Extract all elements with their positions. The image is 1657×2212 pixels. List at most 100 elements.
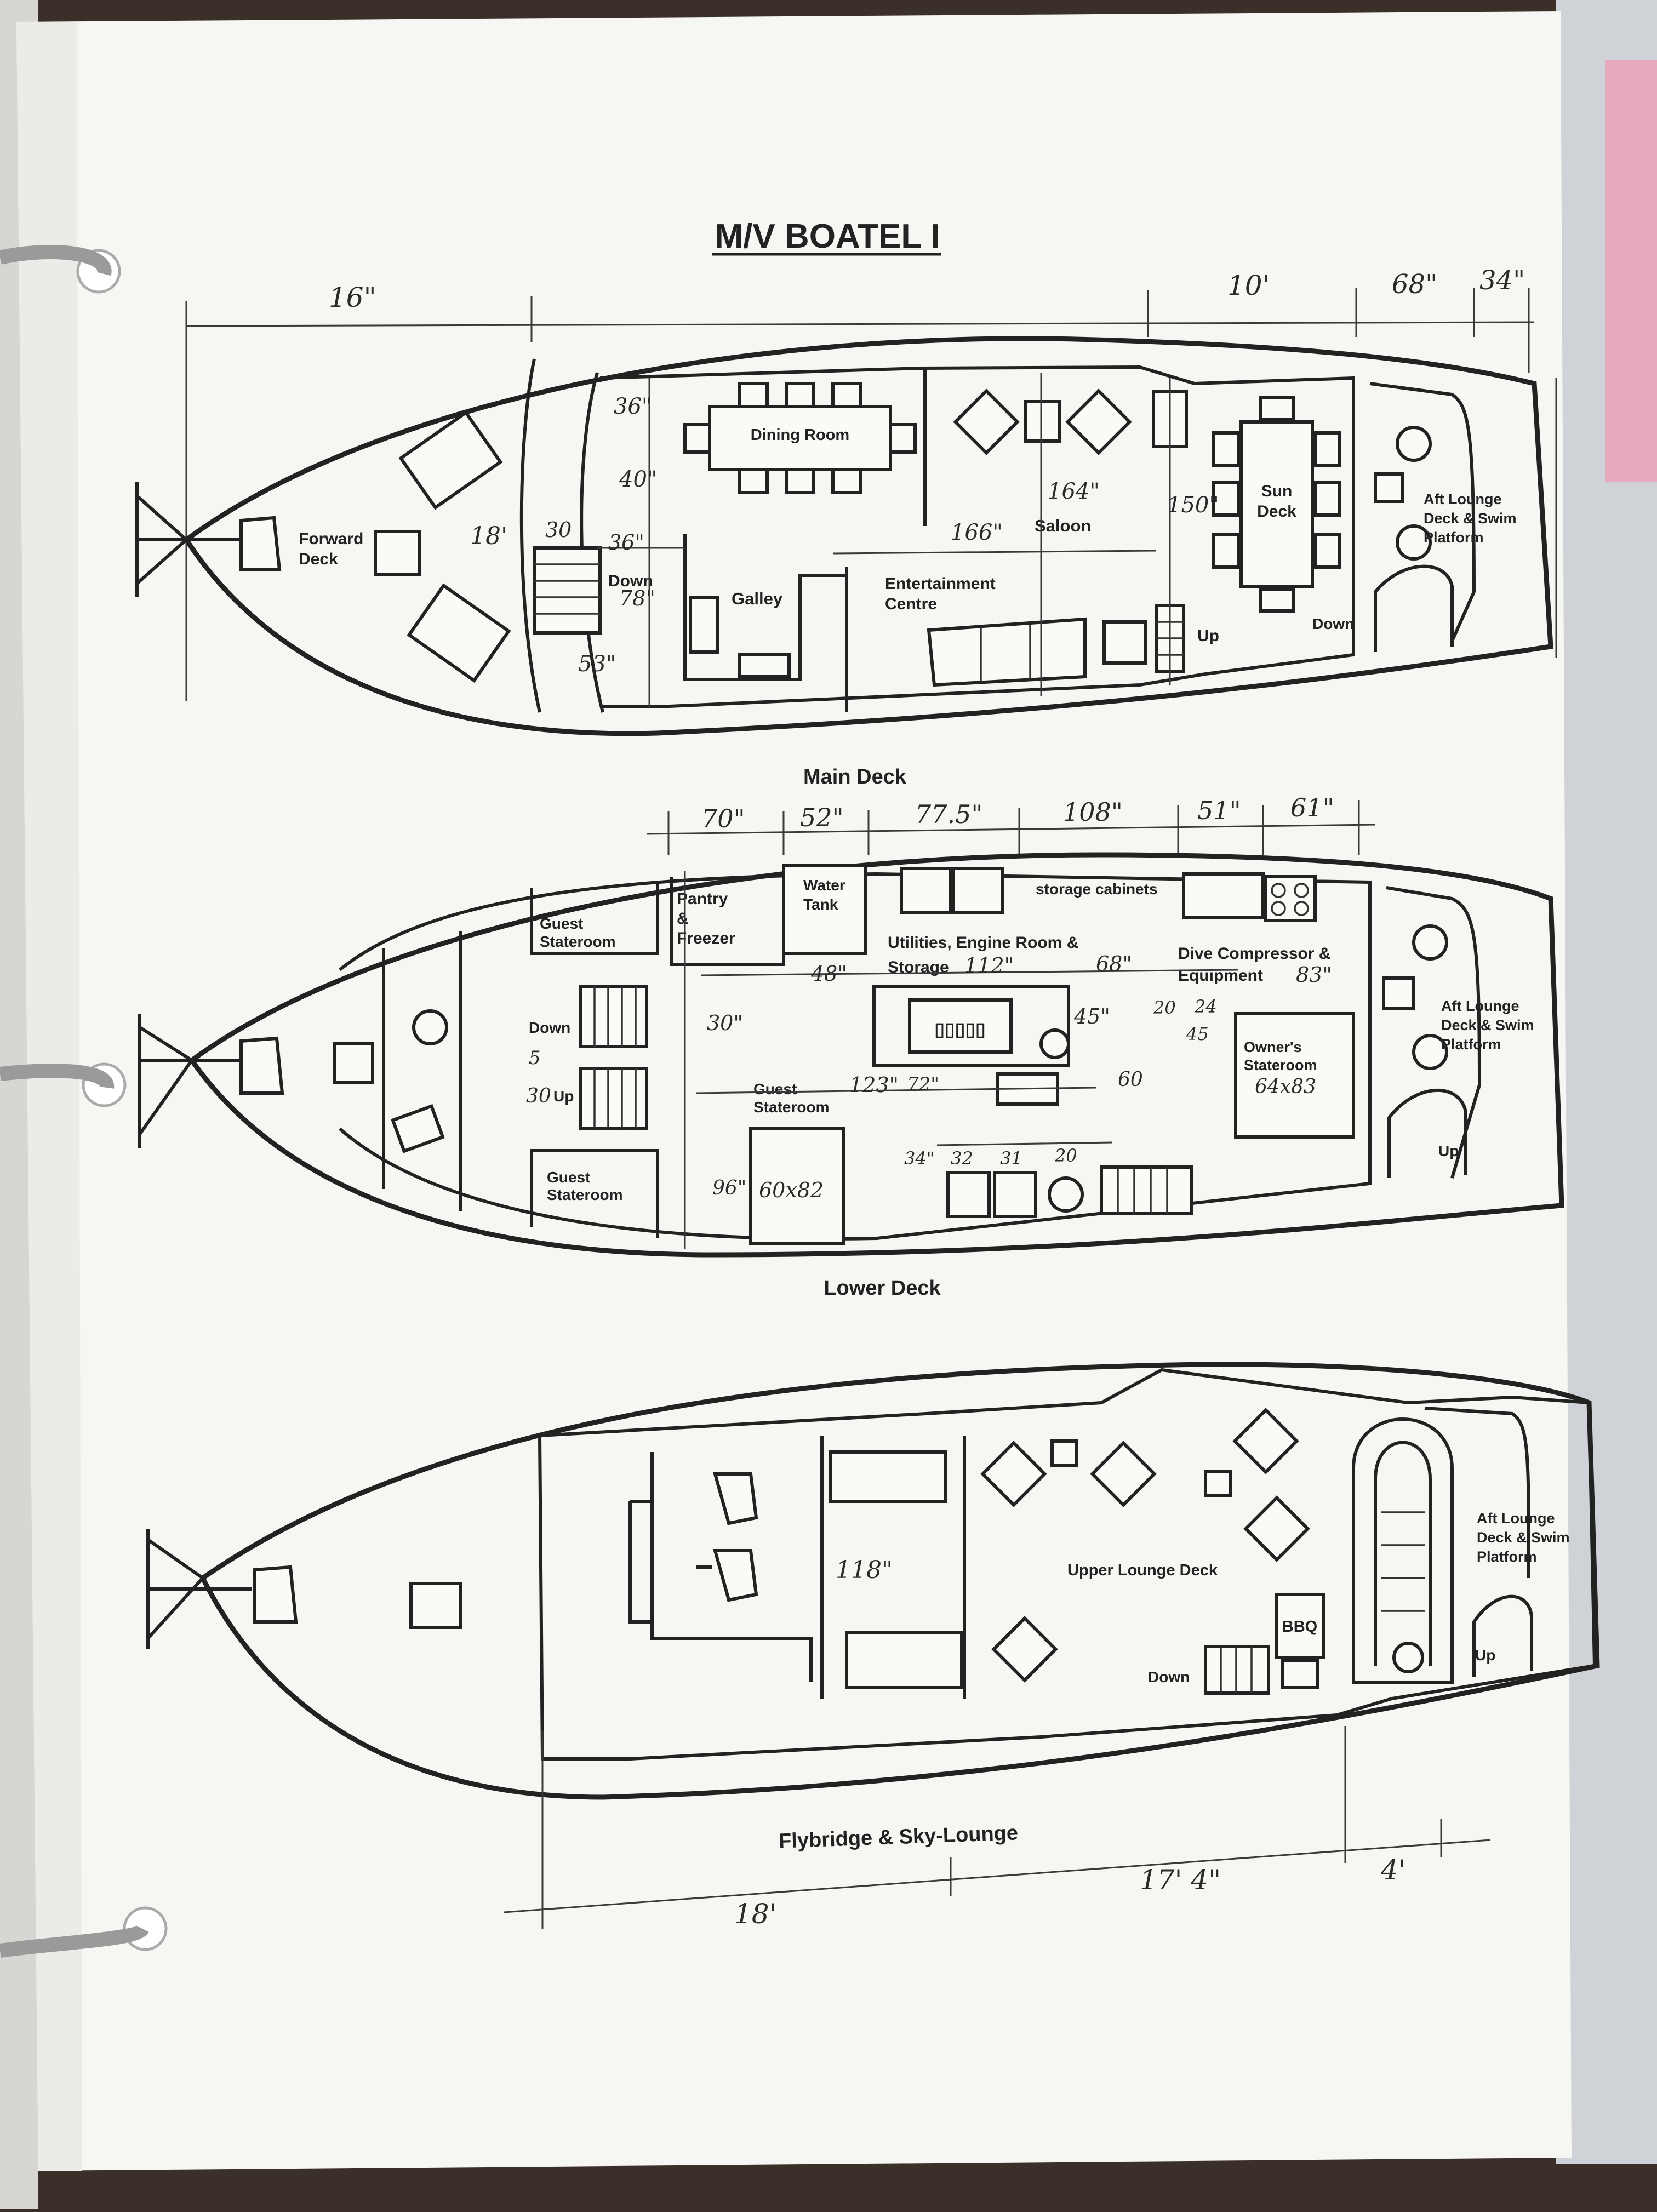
lower-aft-box <box>1382 976 1415 1010</box>
dim-main-36in-a: 36" <box>614 394 652 419</box>
dim-lower-52in: 52" <box>800 803 844 832</box>
lower-stair-up <box>579 1067 648 1130</box>
main-forward-stair <box>533 546 602 635</box>
main-fwd-seat-bottom <box>407 583 511 683</box>
label-fly-down: Down <box>1148 1668 1190 1685</box>
saloon-sofa <box>927 617 1087 687</box>
saloon-chair-right <box>1065 388 1132 455</box>
main-aft-lounge-rail <box>1369 382 1476 642</box>
fly-aft-tender <box>1352 1417 1454 1684</box>
fly-chair-3 <box>1090 1441 1157 1507</box>
main-bow-pulpit <box>135 482 241 597</box>
label-main-aft-2: Deck & Swim <box>1424 510 1517 527</box>
label-fly-aft-1: Aft Lounge <box>1477 1510 1555 1527</box>
label-water-tank-1: Water <box>803 877 845 894</box>
dim-lower-123in: 123" <box>849 1073 899 1097</box>
lower-aft-seat-2 <box>1412 1034 1448 1070</box>
lower-aft-spiral-stair <box>1387 1088 1467 1178</box>
sun-deck-chairs <box>1212 396 1341 613</box>
label-upper-lounge: Upper Lounge Deck <box>1067 1562 1218 1579</box>
fly-stair-down <box>1204 1645 1270 1695</box>
dim-lower-45: 45 <box>1186 1024 1209 1044</box>
lower-deck-top-dimensions: 70" 52" 77.5" 108" 51" 61" <box>646 793 1376 855</box>
lower-fwd-locker <box>333 1042 374 1084</box>
bbq-unit <box>1275 1593 1325 1659</box>
main-fwd-seat-top <box>398 410 503 510</box>
label-owners-1: Owner's <box>1244 1039 1301 1055</box>
dim-lower-32: 32 <box>951 1148 973 1169</box>
dim-16in: 16" <box>329 282 376 313</box>
fly-bow-pulpit <box>146 1529 252 1649</box>
lower-deck: 70" 52" 77.5" 108" 51" 61" Guest Statero… <box>138 793 1564 1300</box>
dim-lower-20b: 20 <box>1054 1145 1077 1166</box>
fly-cushion-bottom <box>845 1631 963 1689</box>
label-lower-guest-top-1: Guest <box>540 915 583 932</box>
storage-cabinet-1 <box>900 867 952 914</box>
dim-lower-108in: 108" <box>1063 797 1123 827</box>
dim-lower-5: 5 <box>529 1047 541 1069</box>
sun-deck-table <box>1239 420 1314 588</box>
dim-fly-118in: 118" <box>836 1556 893 1584</box>
dim-lower-83in: 83" <box>1296 963 1332 987</box>
lower-guest-top-room <box>530 882 659 955</box>
dim-fly-17ft-4in: 17' 4" <box>1140 1864 1221 1896</box>
storage-cabinet-3 <box>1182 872 1265 919</box>
lower-deck-handwritten-dims: 48" 112" 68" 83" 30" 5 30 123" 72" 45" 2… <box>526 871 1332 1249</box>
dim-lower-20a: 20 <box>1153 997 1176 1018</box>
dim-lower-112in: 112" <box>964 953 1014 978</box>
fly-chair-1 <box>980 1441 1047 1507</box>
dim-fly-18ft: 18' <box>734 1898 776 1930</box>
dim-68in: 68" <box>1392 269 1437 300</box>
label-galley: Galley <box>732 589 783 608</box>
bbq-counter <box>1281 1659 1319 1689</box>
label-main-down-fwd: Down <box>608 572 653 590</box>
label-lower-aft-2: Deck & Swim <box>1441 1017 1534 1033</box>
label-pantry-3: Freezer <box>677 929 735 947</box>
lower-mid-stair <box>1100 1165 1193 1215</box>
dim-main-164in: 164" <box>1048 479 1100 504</box>
lower-bow-anchor <box>239 1036 284 1095</box>
label-main-down-aft: Down <box>1312 615 1354 632</box>
main-cabin-wall <box>599 365 1355 708</box>
fly-chair-7 <box>991 1616 1058 1683</box>
fly-chair-2 <box>1050 1439 1078 1467</box>
label-entertainment-2: Centre <box>885 595 937 613</box>
dim-lower-30: 30 <box>526 1085 551 1107</box>
main-bow-anchor <box>239 516 282 571</box>
main-bow-locker <box>374 530 421 576</box>
dim-lower-96in: 96" <box>712 1177 746 1199</box>
lower-head-toilet <box>1048 1176 1084 1213</box>
dim-main-53in: 53" <box>578 651 616 677</box>
saloon-chair-left <box>953 388 1020 455</box>
dim-lower-34in: 34" <box>904 1148 934 1169</box>
label-lower-guest-top-2: Stateroom <box>540 933 615 950</box>
paper-shade <box>16 22 82 2171</box>
dim-34in: 34" <box>1479 265 1525 296</box>
label-water-tank-2: Tank <box>803 896 838 913</box>
binder-ring-top <box>0 245 121 294</box>
label-main-aft-1: Aft Lounge <box>1424 491 1501 507</box>
helm-seat-1 <box>713 1472 758 1525</box>
dim-lower-24: 24 <box>1194 996 1217 1017</box>
dim-main-40in: 40" <box>619 467 657 492</box>
lower-head-1-sink <box>946 1171 991 1218</box>
main-deck-caption: Main Deck <box>803 765 907 788</box>
main-deck-handwritten-dims: 36" 40" 18' 30 36" 78" 53" 166" 164" 150… <box>470 373 1219 707</box>
label-bbq: BBQ <box>1282 1618 1317 1636</box>
pink-tab <box>1605 60 1657 482</box>
galley-stove <box>689 596 719 654</box>
dim-fly-4ft: 4' <box>1380 1854 1406 1886</box>
lower-engine <box>908 998 1013 1054</box>
fly-bow-anchor <box>253 1565 298 1624</box>
lower-aft-seat-1 <box>1412 924 1448 961</box>
lower-engine-room <box>872 985 1070 1067</box>
lower-deck-caption: Lower Deck <box>824 1277 941 1300</box>
label-utilities-1: Utilities, Engine Room & <box>888 934 1078 952</box>
lower-aft-lounge-rail <box>1386 886 1482 1179</box>
fly-chair-5 <box>1204 1470 1232 1497</box>
dim-main-78in: 78" <box>619 586 655 610</box>
dim-main-166in: 166" <box>951 520 1003 545</box>
main-deck-top-dimensions: 16" 10' 68" 34" <box>185 265 1557 701</box>
lower-fwd-toilet <box>412 1009 448 1045</box>
dim-10ft: 10' <box>1227 270 1270 301</box>
